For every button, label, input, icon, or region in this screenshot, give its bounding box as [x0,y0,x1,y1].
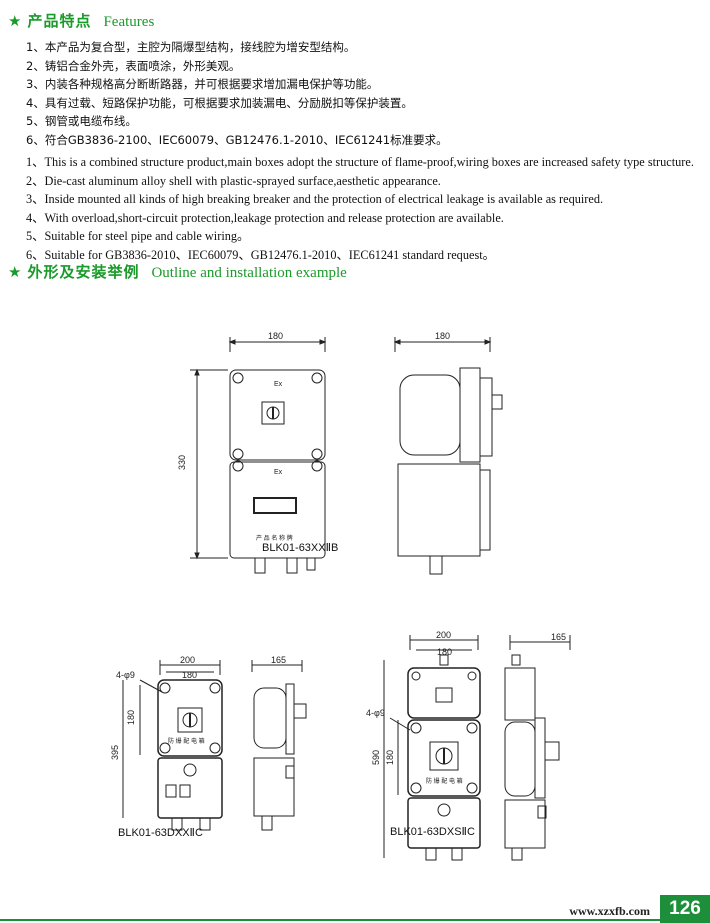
d1-dim-height: 330 [177,455,187,470]
d2-model: BLK01-63DXXⅡC [118,827,203,839]
feature-zh-item: 4、具有过载、短路保护功能，可根据要求加装漏电、分励脱扣等保护装置。 [26,95,413,110]
feature-en-item: 5、Suitable for steel pipe and cable wiri… [26,229,250,244]
feature-zh-item: 3、内装各种规格高分断断路器，并可根据要求增加漏电保护等功能。 [26,77,379,92]
feature-zh-item: 6、符合GB3836-2100、IEC60079、GB12476.1-2010、… [26,132,448,147]
d3-hole: 4-φ9 [366,708,385,718]
d3-dim-total: 590 [371,750,381,765]
d1-side-width: 180 [435,331,450,341]
drawing-1-side: 180 [393,331,503,575]
outline-title-en: Outline and installation example [151,265,347,281]
feature-en-item: 2、Die-cast aluminum alloy shell with pla… [26,173,441,188]
d2-dim-outer: 200 [180,655,195,665]
d3-dim-upper: 180 [385,750,395,765]
star-icon: ★ [8,12,22,30]
d2-side-width: 165 [271,655,286,665]
features-heading: ★ 产品特点 Features [8,10,154,31]
d3-label: 防 爆 配 电 箱 [426,777,463,785]
page-number-badge: 126 [660,895,710,923]
d2-hole: 4-φ9 [116,670,135,680]
d2-label: 防 爆 配 电 箱 [168,737,205,745]
feature-zh-item: 5、钢管或电缆布线。 [26,114,137,129]
footer-url: www.xzxfb.com [569,904,650,918]
d1-dim-width: 180 [268,331,283,341]
d3-dim-outer: 200 [436,630,451,640]
d1-model: BLK01-63XXⅡB [262,542,338,554]
features-list-en: 1、This is a combined structure product,m… [26,153,694,265]
outline-drawings: 180 330 Ex Ex 产 品 名 称 牌 BLK01-63XXⅡB 180 [110,331,571,861]
feature-en-item: 3、Inside mounted all kinds of high break… [26,192,604,207]
drawing-2-side: 165 [251,655,307,831]
drawing-3-front: 200 180 4-φ9 180 590 防 爆 配 电 箱 [366,630,481,861]
d3-model: BLK01-63DXSⅡC [390,826,475,838]
d3-dim-inner: 180 [437,647,452,657]
star-icon: ★ [8,263,22,281]
features-title-en: Features [103,14,155,30]
drawing-2-front: 200 180 4-φ9 180 395 防 爆 配 电 箱 [110,655,223,831]
outline-heading: ★ 外形及安装举例 Outline and installation examp… [8,261,347,282]
features-title-zh: 产品特点 [27,12,92,30]
d1-nameplate: 产 品 名 称 牌 [256,534,293,542]
d2-dim-total: 395 [110,745,120,760]
footer-divider [0,919,660,921]
features-list-zh: 1、本产品为复合型，主腔为隔爆型结构，接线腔为增安型结构。 2、铸铝合金外壳，表… [26,38,448,150]
feature-zh-item: 1、本产品为复合型，主腔为隔爆型结构，接线腔为增安型结构。 [26,40,356,54]
outline-title-zh: 外形及安装举例 [27,263,140,281]
feature-en-item: 6、Suitable for GB3836-2010、IEC60079、GB12… [26,247,495,262]
d1-ex-bottom: Ex [274,469,283,476]
feature-en-item: 4、With overload,short-circuit protection… [26,210,504,225]
d1-ex-top: Ex [274,381,283,388]
feature-en-item: 1、This is a combined structure product,m… [26,155,694,169]
feature-zh-item: 2、铸铝合金外壳，表面喷涂，外形美观。 [26,58,241,73]
d2-dim-upper: 180 [126,710,136,725]
drawing-1-front: 180 330 Ex Ex 产 品 名 称 牌 [177,331,327,574]
drawing-3-side: 165 [504,632,571,861]
d2-dim-inner: 180 [182,670,197,680]
d3-side-width: 165 [551,632,566,642]
